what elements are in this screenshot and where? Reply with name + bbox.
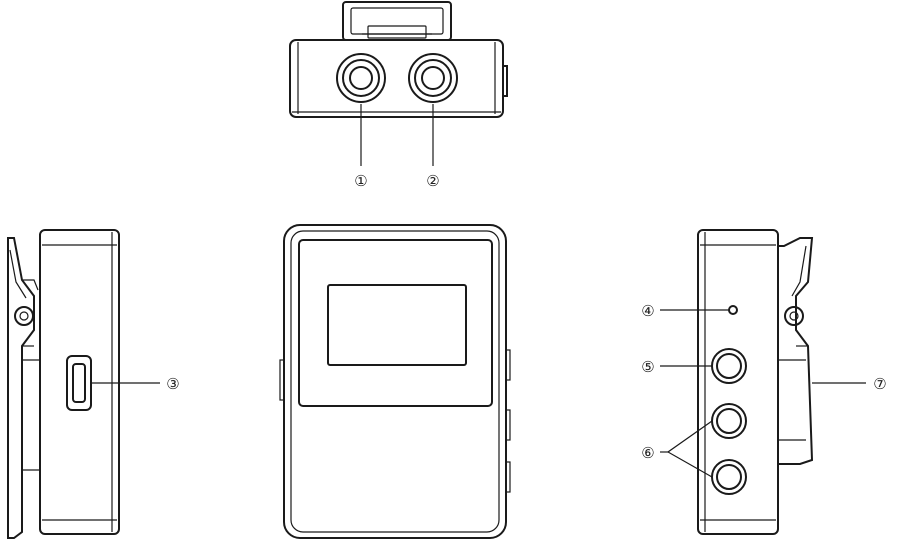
top-view-clip xyxy=(342,1,452,41)
right-side-view: ④ ⑤ ⑥ ⑦ xyxy=(641,229,887,535)
button-6b xyxy=(711,459,747,495)
callout-7: ⑦ xyxy=(873,375,886,393)
screen xyxy=(327,284,467,366)
jack-2 xyxy=(408,53,458,103)
callout-2: ② xyxy=(426,172,439,190)
callout-5: ⑤ xyxy=(641,358,654,376)
right-clip xyxy=(777,237,814,465)
usb-c-port xyxy=(66,355,92,411)
top-view: ① ② xyxy=(289,1,508,190)
button-6a xyxy=(711,403,747,439)
callout-6: ⑥ xyxy=(641,444,654,462)
front-view xyxy=(279,224,511,539)
button-5 xyxy=(711,348,747,384)
callout-1: ① xyxy=(354,172,367,190)
left-clip xyxy=(7,237,40,539)
jack-1 xyxy=(336,53,386,103)
callout-3: ③ xyxy=(166,375,179,393)
callout-4: ④ xyxy=(641,302,654,320)
left-side-view: ③ xyxy=(7,229,180,539)
top-view-body xyxy=(289,39,504,118)
